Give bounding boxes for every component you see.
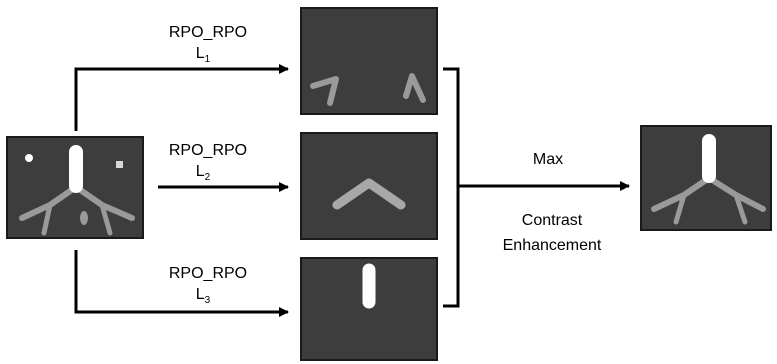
filter-panel-3 xyxy=(300,257,438,361)
branch-1-label: RPO_RPO xyxy=(169,24,247,41)
filter-panel-2 xyxy=(300,132,438,240)
arrow-branch-3 xyxy=(74,250,289,317)
branch-3-subscript-label: L3 xyxy=(196,286,211,306)
combine-bracket xyxy=(443,67,460,308)
branch-1-subscript-label: L1 xyxy=(196,45,211,65)
arrow-branch-1 xyxy=(74,64,289,131)
contrast-label: Contrast xyxy=(522,212,583,229)
branch-2-label: RPO_RPO xyxy=(169,142,247,159)
max-label: Max xyxy=(533,151,563,168)
enhancement-label: Enhancement xyxy=(503,237,602,254)
dot-blob xyxy=(25,154,33,162)
input-image-panel xyxy=(6,136,144,239)
vessel-tree xyxy=(19,145,135,236)
square-blob xyxy=(116,161,123,168)
ellipse-blob xyxy=(80,211,88,225)
output-image-panel xyxy=(640,125,772,231)
branch-3-label: RPO_RPO xyxy=(169,265,247,282)
filter-panel-1 xyxy=(300,7,438,115)
branch-2-subscript-label: L2 xyxy=(196,163,211,183)
